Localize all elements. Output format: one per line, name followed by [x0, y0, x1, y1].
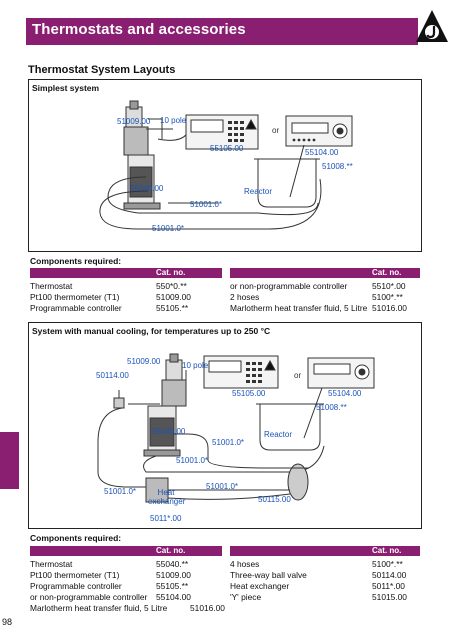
label-reactor: Reactor: [264, 430, 293, 439]
manual-title: System with manual cooling, for temperat…: [32, 326, 271, 336]
label-51009: 51009.00: [117, 117, 151, 126]
component-name: Pt100 thermometer (T1): [30, 570, 120, 580]
component-name: Pt100 thermometer (T1): [30, 292, 120, 302]
triangle-j-logo-icon: [416, 10, 448, 42]
catno-header: Cat. no.: [372, 268, 402, 277]
component-cat: 5100*.**: [372, 559, 403, 569]
component-cat: 5100*.**: [372, 292, 403, 302]
label-hose-b: 51001.0*: [152, 224, 185, 233]
page-number: 98: [2, 617, 13, 627]
catno-header: Cat. no.: [156, 546, 186, 555]
label-hose-d: 51001.0*: [104, 487, 137, 496]
catno-bar-left-1: [30, 268, 222, 278]
label-hose-a: 51001.0*: [190, 200, 223, 209]
side-tab: [0, 432, 19, 489]
component-cat: 55104.00: [156, 592, 191, 602]
component-name: 2 hoses: [230, 292, 260, 302]
component-name: Marlotherm heat transfer fluid, 5 Litre: [30, 603, 168, 613]
label-50114: 50114.00: [96, 371, 129, 380]
component-cat: 550*0.**: [156, 281, 187, 291]
component-cat: 51009.00: [156, 292, 191, 302]
component-name: Three-way ball valve: [230, 570, 307, 580]
label-hose-c: 51001.0*: [206, 482, 239, 491]
component-name: Heat exchanger: [230, 581, 290, 591]
components-title-1: Components required:: [30, 256, 122, 266]
component-cat: 55105.**: [156, 303, 189, 313]
simplest-diagram-frame: [28, 79, 422, 252]
page-title: Thermostats and accessories: [32, 21, 246, 38]
label-hose-b: 51001.0*: [176, 456, 209, 465]
label-55104: 55104.00: [328, 389, 362, 398]
label-55104: 55104.00: [305, 148, 339, 157]
component-name: 4 hoses: [230, 559, 260, 569]
component-cat: 51009.00: [156, 570, 191, 580]
component-name: Programmable controller: [30, 303, 122, 313]
component-name: Thermostat: [30, 559, 73, 569]
label-55105: 55105.00: [210, 144, 244, 153]
component-cat: 5510*.00: [372, 281, 406, 291]
simplest-diagram: [99, 100, 353, 230]
label-55040: 55040.00: [152, 427, 186, 436]
label-51009: 51009.00: [127, 357, 161, 366]
component-cat: 5011*.00: [372, 581, 405, 591]
label-or: or: [294, 371, 302, 380]
label-or: or: [272, 126, 280, 135]
label-hose-a: 51001.0*: [212, 438, 245, 447]
component-cat: 50114.00: [372, 570, 407, 580]
label-5011: 5011*.00: [150, 514, 182, 523]
label-51008: 51008.**: [316, 403, 347, 412]
label-reactor: Reactor: [244, 187, 273, 196]
label-55105: 55105.00: [232, 389, 266, 398]
simplest-title: Simplest system: [32, 83, 100, 93]
catno-header: Cat. no.: [372, 546, 402, 555]
component-name: or non-programmable controller: [230, 281, 348, 291]
manual-diagram-frame: [28, 322, 422, 529]
catno-bar-left-2: [30, 546, 222, 556]
label-51008: 51008.**: [322, 162, 353, 171]
label-50115: 50115.00: [258, 495, 291, 504]
component-cat: 51015.00: [372, 592, 407, 602]
component-name: Programmable controller: [30, 581, 122, 591]
label-55040: 55040.00: [130, 184, 164, 193]
component-name: Marlotherm heat transfer fluid, 5 Litre: [230, 303, 368, 313]
label-heat-exchanger: Heat exchanger: [148, 488, 186, 506]
manual-diagram: [97, 353, 375, 503]
components-title-2: Components required:: [30, 533, 122, 543]
catno-bar-right-2: [230, 546, 420, 556]
component-name: 'Y' piece: [230, 592, 262, 602]
label-10-pole: 10 pole: [160, 116, 187, 125]
header-bar: [26, 18, 418, 45]
component-name: or non-programmable controller: [30, 592, 148, 602]
section-title: Thermostat System Layouts: [28, 64, 176, 76]
component-cat: 55105.**: [156, 581, 189, 591]
component-name: Thermostat: [30, 281, 73, 291]
component-cat: 51016.00: [190, 603, 225, 613]
label-10-pole: 10 pole: [182, 361, 209, 370]
component-cat: 55040.**: [156, 559, 189, 569]
component-cat: 51016.00: [372, 303, 407, 313]
catno-header: Cat. no.: [156, 268, 186, 277]
catno-bar-right-1: [230, 268, 420, 278]
